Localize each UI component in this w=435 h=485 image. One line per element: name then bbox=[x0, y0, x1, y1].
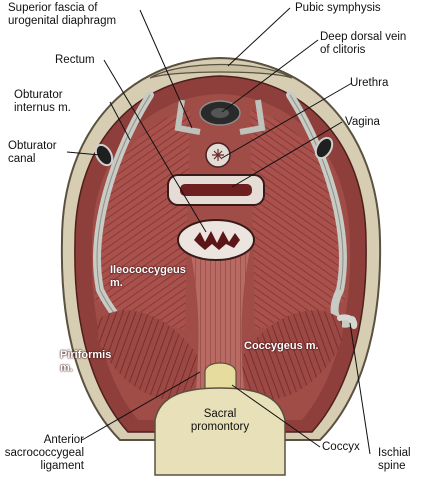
label-iliococcygeus: Ileococcygeus m. bbox=[110, 264, 186, 289]
rectum bbox=[177, 219, 255, 261]
left-obturator-canal bbox=[94, 143, 114, 167]
label-rectum: Rectum bbox=[55, 54, 95, 66]
left-coccygeus-muscle bbox=[98, 310, 200, 400]
label-superior-fascia: Superior fascia of urogenital diaphragm bbox=[8, 2, 117, 27]
label-coccygeus: Coccygeus m. bbox=[244, 340, 319, 352]
label-vagina: Vagina bbox=[345, 116, 380, 128]
label-obturator-internus: Obturator internus m. bbox=[14, 89, 71, 114]
label-deep-dorsal-vein: Deep dorsal vein of clitoris bbox=[320, 31, 407, 56]
label-urethra: Urethra bbox=[350, 77, 389, 89]
label-sacral-promontory: Sacral promontory bbox=[190, 408, 250, 433]
label-ischial-spine: Ischial spine bbox=[378, 447, 411, 472]
pubic-symphysis-shape bbox=[149, 63, 293, 79]
label-anterior-sacrococcygeal-ligament: Anterior sacrococcygeal ligament bbox=[4, 434, 84, 472]
label-obturator-canal: Obturator canal bbox=[8, 140, 57, 165]
sacrum bbox=[154, 387, 286, 476]
central-raphe bbox=[190, 250, 250, 390]
right-coccygeus-muscle bbox=[240, 310, 342, 400]
leader-lines bbox=[66, 7, 371, 455]
label-pubic-symphysis: Pubic symphysis bbox=[295, 2, 381, 14]
label-coccyx: Coccyx bbox=[322, 441, 360, 453]
right-obturator-canal bbox=[314, 136, 334, 160]
label-piriformis: Piriformis m. bbox=[60, 349, 112, 374]
